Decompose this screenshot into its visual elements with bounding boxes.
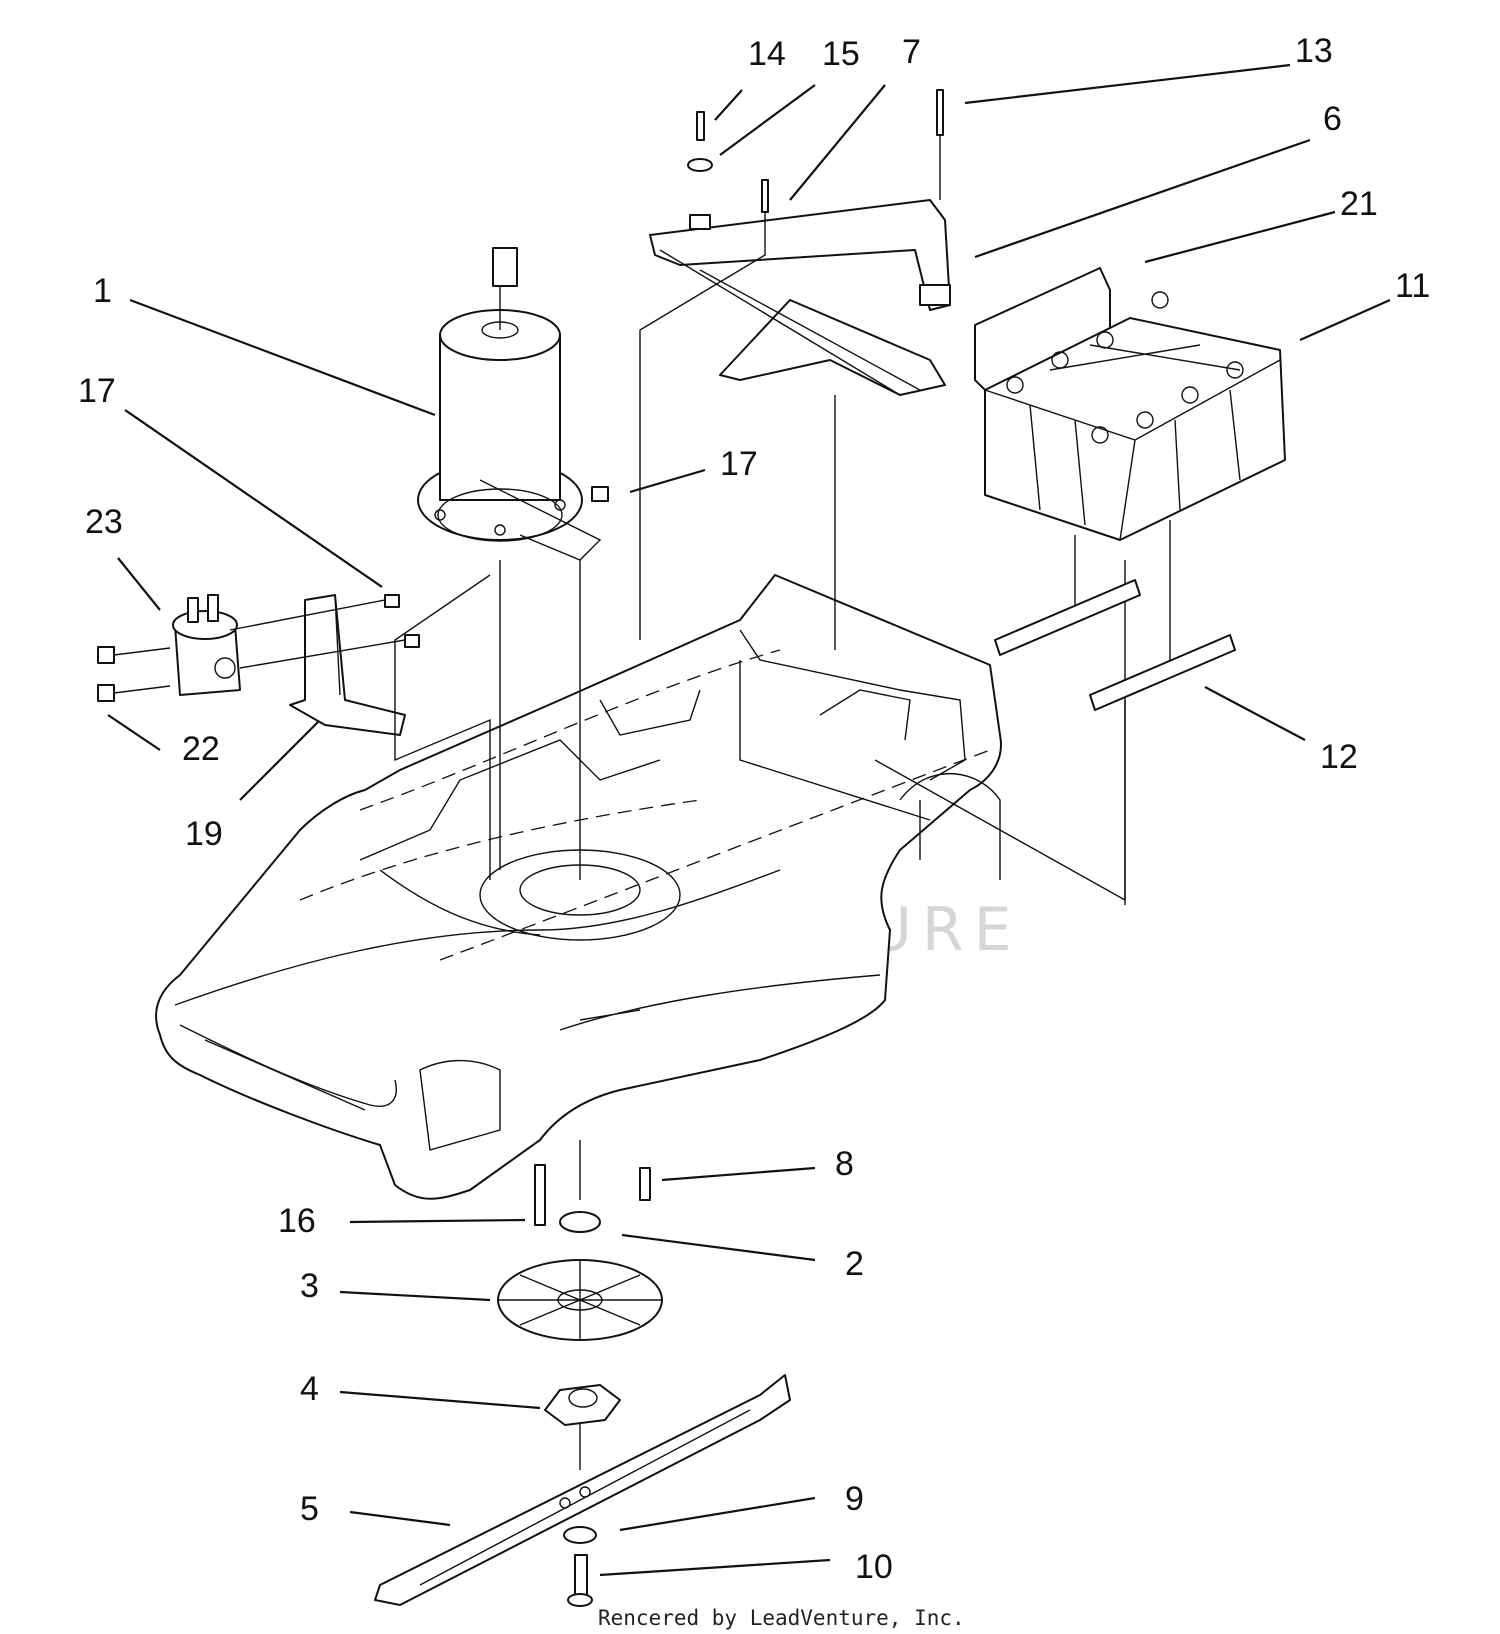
callout-15: 15 <box>822 35 860 73</box>
foam-strips <box>994 579 1236 711</box>
callout-14: 14 <box>748 35 786 73</box>
callout-12: 12 <box>1320 738 1358 776</box>
battery-pack <box>974 267 1286 900</box>
callout-11: 11 <box>1395 267 1430 305</box>
callout-21: 21 <box>1340 185 1378 223</box>
callout-17-left: 17 <box>78 372 116 410</box>
callout-16: 16 <box>278 1202 316 1240</box>
callout-1: 1 <box>93 272 112 310</box>
callout-13: 13 <box>1295 32 1333 70</box>
callout-19: 19 <box>185 815 223 853</box>
callout-17-right: 17 <box>720 445 758 483</box>
callout-22: 22 <box>182 730 220 768</box>
callout-23: 23 <box>85 503 123 541</box>
solenoid-assembly <box>97 594 420 736</box>
callout-9: 9 <box>845 1480 864 1518</box>
callout-5: 5 <box>300 1490 319 1528</box>
callout-2: 2 <box>845 1245 864 1283</box>
callout-4: 4 <box>300 1370 319 1408</box>
callout-8: 8 <box>835 1145 854 1183</box>
battery-brackets <box>639 89 951 640</box>
deck-housing <box>155 574 1002 1200</box>
blade-assembly <box>374 1164 791 1607</box>
callout-6: 6 <box>1323 100 1342 138</box>
callout-10: 10 <box>855 1548 893 1586</box>
credit-text: Rencered by LeadVenture, Inc. <box>598 1606 965 1630</box>
leader-lines <box>107 63 1391 1577</box>
callout-7: 7 <box>902 33 921 71</box>
callout-labels: 14 15 7 13 6 21 11 1 17 17 23 22 19 12 8… <box>78 32 1430 1586</box>
motor-nut <box>591 486 609 502</box>
alignment-lines <box>394 395 1126 1470</box>
motor <box>417 247 583 542</box>
callout-3: 3 <box>300 1267 319 1305</box>
